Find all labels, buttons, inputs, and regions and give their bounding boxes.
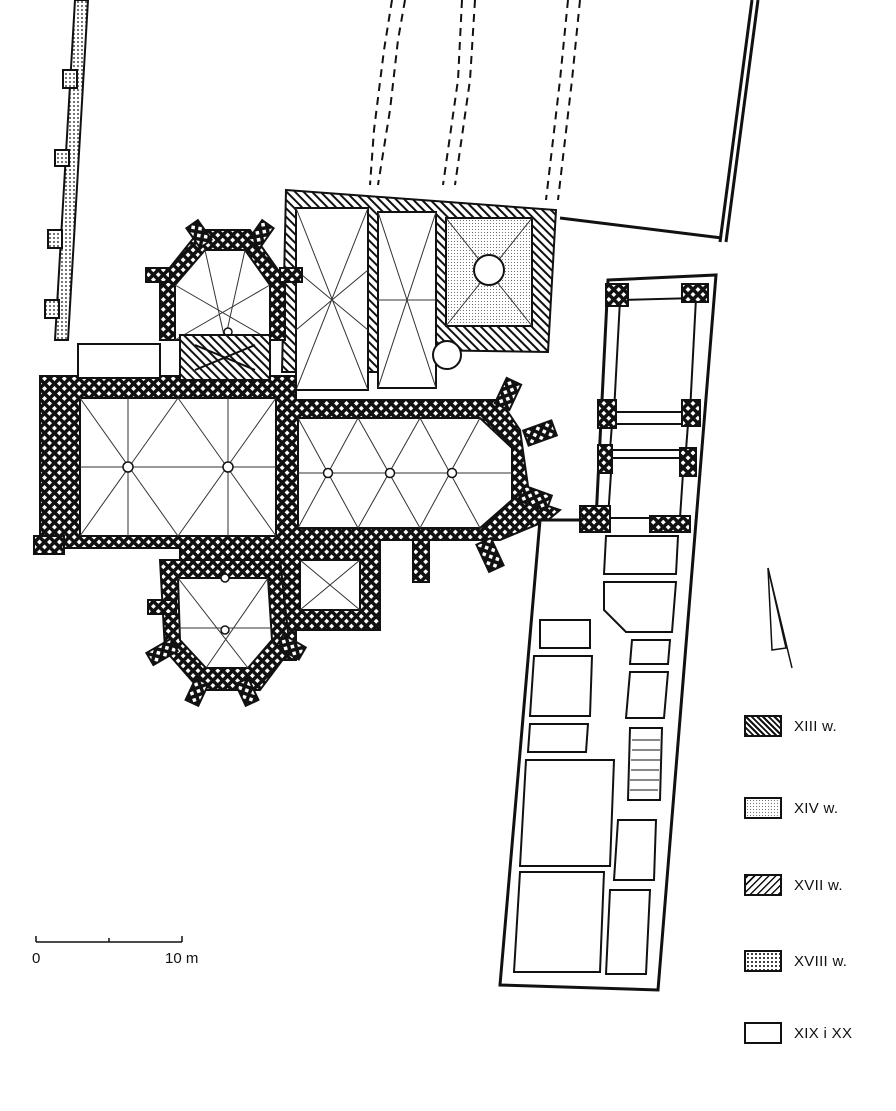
legend-swatch-crosshatch	[744, 715, 782, 737]
legend-item-13c: XIII w.	[744, 713, 837, 739]
legend-label: XIV w.	[794, 799, 839, 817]
north-chapel	[159, 229, 286, 381]
legend-item-14c: XIV w.	[744, 795, 838, 821]
south-chapel	[158, 559, 292, 691]
legend-swatch-dots	[744, 950, 782, 972]
scale-bar	[35, 936, 183, 943]
east-courtyard-wall	[559, 0, 760, 243]
legend-label: XVII w.	[794, 876, 843, 894]
west-enclosure-wall	[44, 0, 90, 341]
north-arrow-icon	[767, 567, 793, 669]
legend-item-17c: XVII w.	[744, 872, 843, 898]
legend-label: XIX i XX	[794, 1024, 853, 1042]
legend-item-18c: XVIII w.	[744, 948, 847, 974]
legend-label: XVIII w.	[794, 952, 848, 970]
legend-swatch-fine-dots	[744, 797, 782, 819]
north-wing-17c	[280, 188, 558, 391]
east-wing	[498, 273, 718, 992]
legend-swatch-empty	[744, 1022, 782, 1044]
legend-swatch-diagonal	[744, 874, 782, 896]
church-main-block	[39, 343, 563, 661]
former-walls-dashed	[369, 0, 581, 201]
legend-item-19-20c: XIX i XX	[744, 1020, 852, 1046]
scale-end-label: 10 m	[165, 950, 199, 967]
scale-zero-label: 0	[32, 950, 41, 967]
buttresses	[33, 218, 559, 708]
legend-label: XIII w.	[794, 717, 837, 735]
